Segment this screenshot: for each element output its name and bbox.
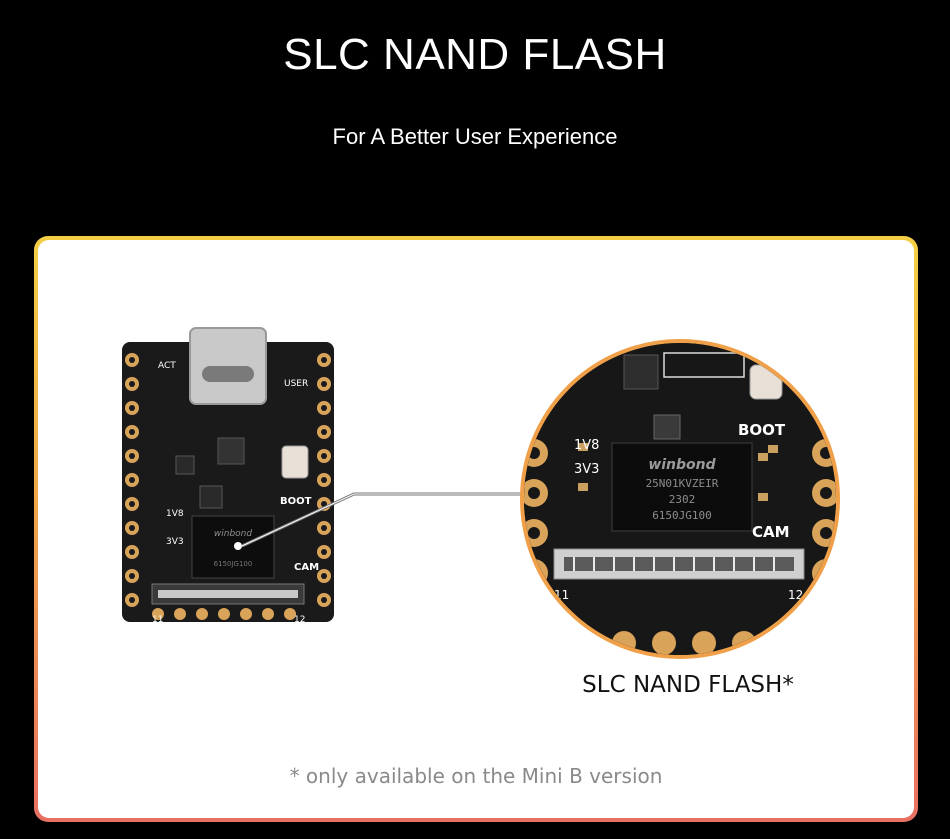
product-card-border: winbond 6150JG100 ACT USER BOOT 1V8 3V3 … bbox=[34, 236, 918, 822]
page-title: SLC NAND FLASH bbox=[283, 30, 667, 79]
page-subtitle: For A Better User Experience bbox=[332, 124, 618, 149]
nand-chip-small bbox=[191, 515, 275, 579]
pointer-dot bbox=[234, 542, 242, 550]
boot-button-shape bbox=[281, 445, 309, 479]
pcb-board: winbond 6150JG100 ACT USER BOOT 1V8 3V3 … bbox=[122, 327, 334, 625]
leader-line bbox=[241, 492, 524, 548]
svg-text:CAM: CAM bbox=[752, 523, 790, 541]
svg-text:CAM: CAM bbox=[294, 562, 319, 573]
svg-text:3V3: 3V3 bbox=[166, 537, 184, 547]
svg-text:6150JG100: 6150JG100 bbox=[652, 509, 712, 522]
footnote: * only available on the Mini B version bbox=[289, 764, 663, 788]
magnified-board: winbond 25N01KVZEIR 2302 6150JG100 BOOT … bbox=[524, 343, 836, 655]
svg-text:1V8: 1V8 bbox=[166, 509, 184, 519]
board-image: winbond 6150JG100 ACT USER BOOT 1V8 3V3 … bbox=[118, 326, 338, 631]
nand-flash-label: SLC NAND FLASH* bbox=[582, 672, 794, 698]
svg-text:3V3: 3V3 bbox=[574, 462, 599, 477]
svg-text:11: 11 bbox=[152, 615, 163, 625]
svg-text:11: 11 bbox=[554, 588, 569, 602]
svg-text:2302: 2302 bbox=[669, 493, 696, 506]
magnifier-lens: winbond 25N01KVZEIR 2302 6150JG100 BOOT … bbox=[520, 339, 840, 659]
svg-text:ACT: ACT bbox=[158, 361, 176, 371]
svg-text:BOOT: BOOT bbox=[280, 496, 312, 507]
svg-text:6150JG100: 6150JG100 bbox=[214, 560, 253, 568]
magnified-nand-chip bbox=[611, 442, 753, 532]
svg-text:USER: USER bbox=[284, 379, 308, 389]
svg-text:winbond: winbond bbox=[214, 529, 252, 539]
svg-text:12: 12 bbox=[788, 588, 803, 602]
svg-text:25N01KVZEIR: 25N01KVZEIR bbox=[646, 477, 719, 490]
svg-text:BOOT: BOOT bbox=[738, 421, 786, 439]
svg-text:winbond: winbond bbox=[648, 457, 716, 473]
svg-text:12: 12 bbox=[294, 615, 305, 625]
product-card: winbond 6150JG100 ACT USER BOOT 1V8 3V3 … bbox=[38, 240, 914, 818]
svg-text:1V8: 1V8 bbox=[574, 438, 599, 453]
